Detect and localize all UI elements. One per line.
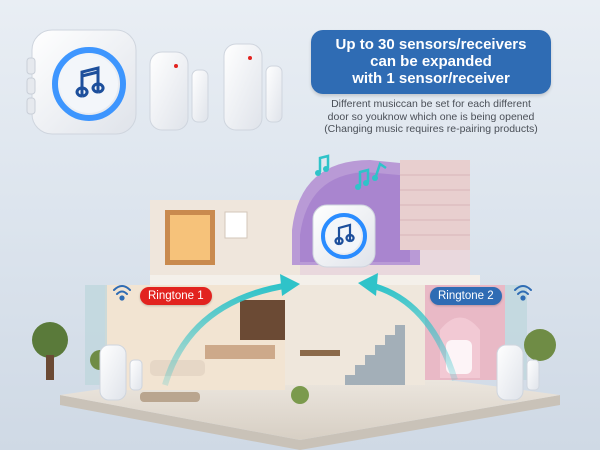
headline-line-2: can be expanded [370, 53, 492, 70]
music-note-icon [75, 66, 105, 98]
house-cutaway [32, 160, 560, 450]
headline-banner: Up to 30 sensors/receivers can be expand… [311, 30, 551, 94]
receiver-large [26, 29, 137, 135]
door-sensor-left [99, 344, 143, 401]
description-line-2: door so youknow which one is being opene… [327, 110, 535, 123]
description-line-3: (Changing music requires re-pairing prod… [324, 123, 538, 135]
ringtone-1-label: Ringtone 1 [140, 287, 212, 305]
signal-arrow-right [358, 273, 458, 381]
music-note-icon [372, 162, 387, 181]
receiver-in-house [312, 204, 376, 268]
headline-line-3: with 1 sensor/receiver [352, 70, 510, 87]
wifi-signal-icon [113, 285, 131, 301]
wifi-signal-icon [514, 285, 532, 301]
music-note-icon [334, 223, 355, 246]
headline-line-1: Up to 30 sensors/receivers [335, 36, 527, 53]
ringtone-2-label: Ringtone 2 [430, 287, 502, 305]
signal-arrow-left [162, 274, 300, 386]
description-line-1: Different musiccan be set for each diffe… [331, 98, 531, 110]
music-note-icon [355, 168, 370, 190]
music-note-icon [315, 154, 330, 176]
door-sensor-1 [149, 51, 209, 131]
door-sensor-right [496, 344, 540, 401]
door-sensor-2 [223, 43, 283, 131]
description-text: Different musiccan be set for each diffe… [300, 98, 562, 136]
